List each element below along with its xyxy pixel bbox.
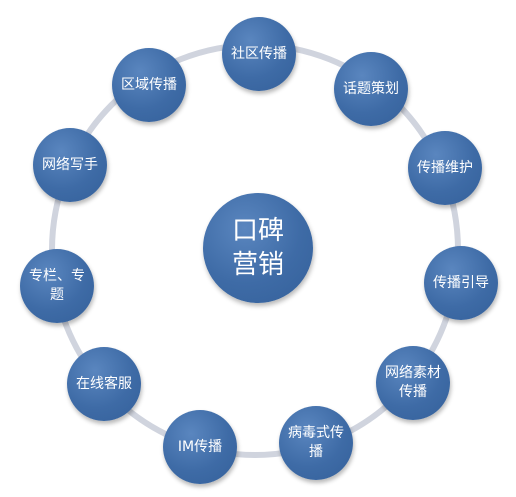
node-label: 社区传播 xyxy=(231,45,287,62)
node-label: 传播维护 xyxy=(417,159,473,176)
node-network-material-spread: 网络素材传播 xyxy=(376,346,450,420)
node-topic-planning: 话题策划 xyxy=(334,52,408,126)
node-label: IM传播 xyxy=(177,438,223,455)
node-network-writer: 网络写手 xyxy=(33,128,107,202)
node-label: 在线客服 xyxy=(76,375,132,392)
node-label: 网络素材传播 xyxy=(385,365,441,400)
center-label: 口碑营销 xyxy=(231,216,284,280)
node-spread-guidance: 传播引导 xyxy=(424,246,498,320)
node-label: 区域传播 xyxy=(121,76,177,93)
center-node-word-of-mouth: 口碑营销 xyxy=(203,193,313,303)
node-label: 话题策划 xyxy=(343,80,399,97)
node-spread-maintenance: 传播维护 xyxy=(408,131,482,205)
node-label: 传播引导 xyxy=(433,274,489,291)
node-label: 网络写手 xyxy=(42,156,98,173)
node-community-spread: 社区传播 xyxy=(222,17,296,91)
node-column-topic: 专栏、专题 xyxy=(20,249,94,323)
node-viral-spread: 病毒式传播 xyxy=(279,406,353,480)
node-regional-spread: 区域传播 xyxy=(112,48,186,122)
node-label: 病毒式传播 xyxy=(288,425,344,460)
node-im-spread: IM传播 xyxy=(163,410,237,484)
node-label: 专栏、专题 xyxy=(29,268,85,303)
node-online-service: 在线客服 xyxy=(67,347,141,421)
